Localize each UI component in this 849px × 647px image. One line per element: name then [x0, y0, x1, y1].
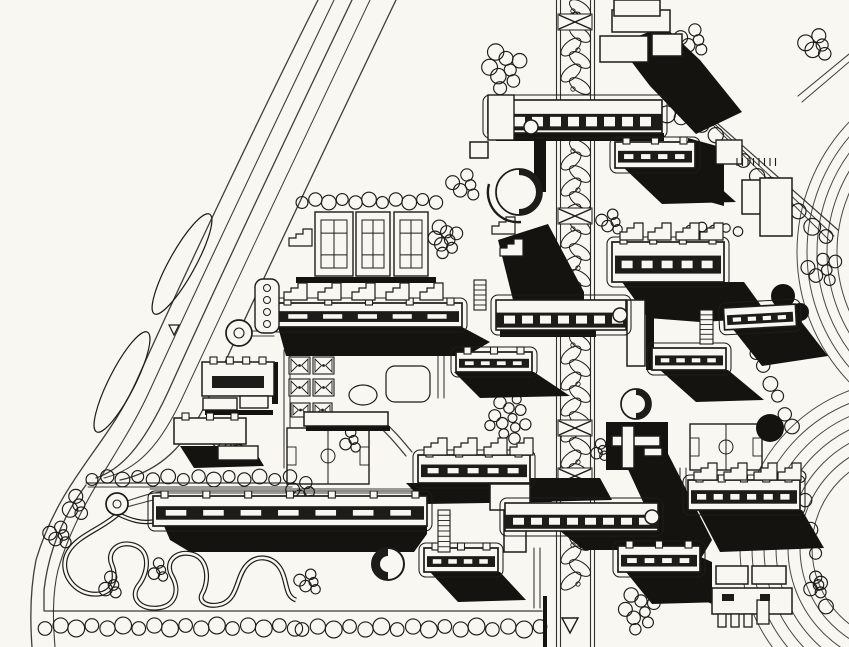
slab-h — [450, 346, 538, 378]
slab-g — [270, 297, 468, 333]
bldg-c-b — [759, 177, 793, 237]
slab-l — [147, 490, 433, 532]
details-layer — [105, 158, 802, 628]
bldg-c-a — [741, 179, 763, 215]
spine-slab-bottom — [499, 497, 664, 537]
slab-b — [609, 136, 701, 174]
slab-m — [412, 449, 536, 489]
small-square — [469, 141, 489, 159]
cross-u-3 — [643, 447, 663, 457]
cluster-a-2 — [599, 35, 649, 63]
slab-e — [718, 298, 802, 336]
slab-f — [646, 342, 732, 376]
spine-slab-mid — [490, 294, 632, 336]
bldg-p — [173, 412, 247, 445]
cluster-a-3 — [651, 33, 683, 57]
slab-n — [418, 542, 504, 578]
buildings-layer — [147, 0, 806, 578]
tower-w — [626, 299, 646, 367]
cross-u-2 — [621, 425, 635, 469]
cross-u-1 — [611, 435, 661, 447]
bldg-q — [303, 411, 389, 427]
spine-slab-top — [482, 94, 668, 139]
slab-s — [612, 540, 706, 578]
top-edge-block — [613, 0, 661, 17]
bldg-o — [201, 356, 275, 397]
slab-d — [606, 236, 730, 288]
slab-r — [682, 474, 806, 516]
